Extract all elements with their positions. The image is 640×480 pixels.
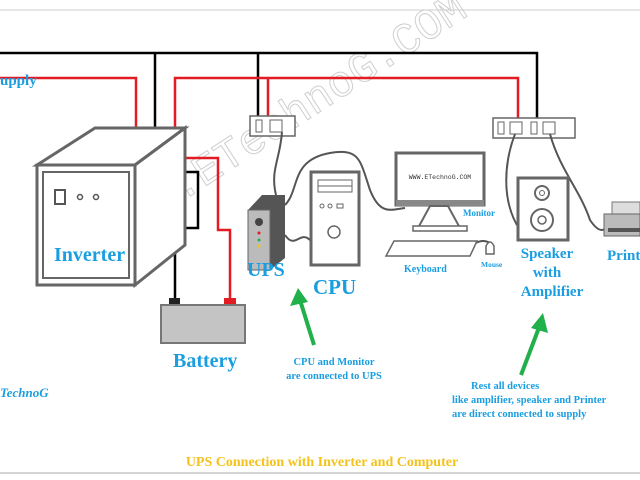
ups-label: UPS (247, 259, 285, 281)
printer-label: Print (607, 248, 640, 264)
inverter (31, 125, 190, 289)
inverter-label: Inverter (54, 244, 125, 266)
battery-label: Battery (173, 350, 237, 372)
mouse-label: Mouse (481, 260, 503, 269)
keyboard-label: Keyboard (404, 264, 447, 275)
power-switch-icon (54, 189, 66, 205)
keyboard (384, 240, 479, 257)
ups-note-line2: are connected to UPS (286, 371, 382, 382)
direct-note-line2: like amplifier, speaker and Printer (452, 395, 607, 406)
mouse (485, 241, 495, 255)
direct-note-line3: are direct connected to supply (452, 409, 587, 420)
arrow-icon (290, 288, 548, 376)
direct-note-line1: Rest all devices (471, 381, 539, 392)
printer (603, 201, 640, 237)
brand-label: TechnoG (0, 385, 49, 400)
speaker-label-line3: Amplifier (521, 284, 584, 300)
cpu-tower (309, 170, 361, 267)
speaker (516, 176, 570, 242)
ups-note-line1: CPU and Monitor (293, 357, 374, 368)
diagram-caption: UPS Connection with Inverter and Compute… (186, 455, 458, 470)
supply-label: upply (0, 73, 37, 89)
ups-unit (247, 195, 285, 271)
speaker-label-line2: with (533, 265, 562, 281)
monitor-label: Monitor (463, 208, 495, 218)
battery (160, 298, 246, 344)
ups-wall-socket (249, 115, 296, 137)
monitor-screen-text: WWW.ETechnoG.COM (409, 174, 472, 181)
cpu-label: CPU (313, 275, 356, 299)
live-wires (0, 76, 520, 300)
monitor: WWW.ETechnoG.COM (394, 151, 486, 232)
direct-wall-socket (492, 117, 576, 139)
speaker-label-line1: Speaker (521, 246, 574, 262)
